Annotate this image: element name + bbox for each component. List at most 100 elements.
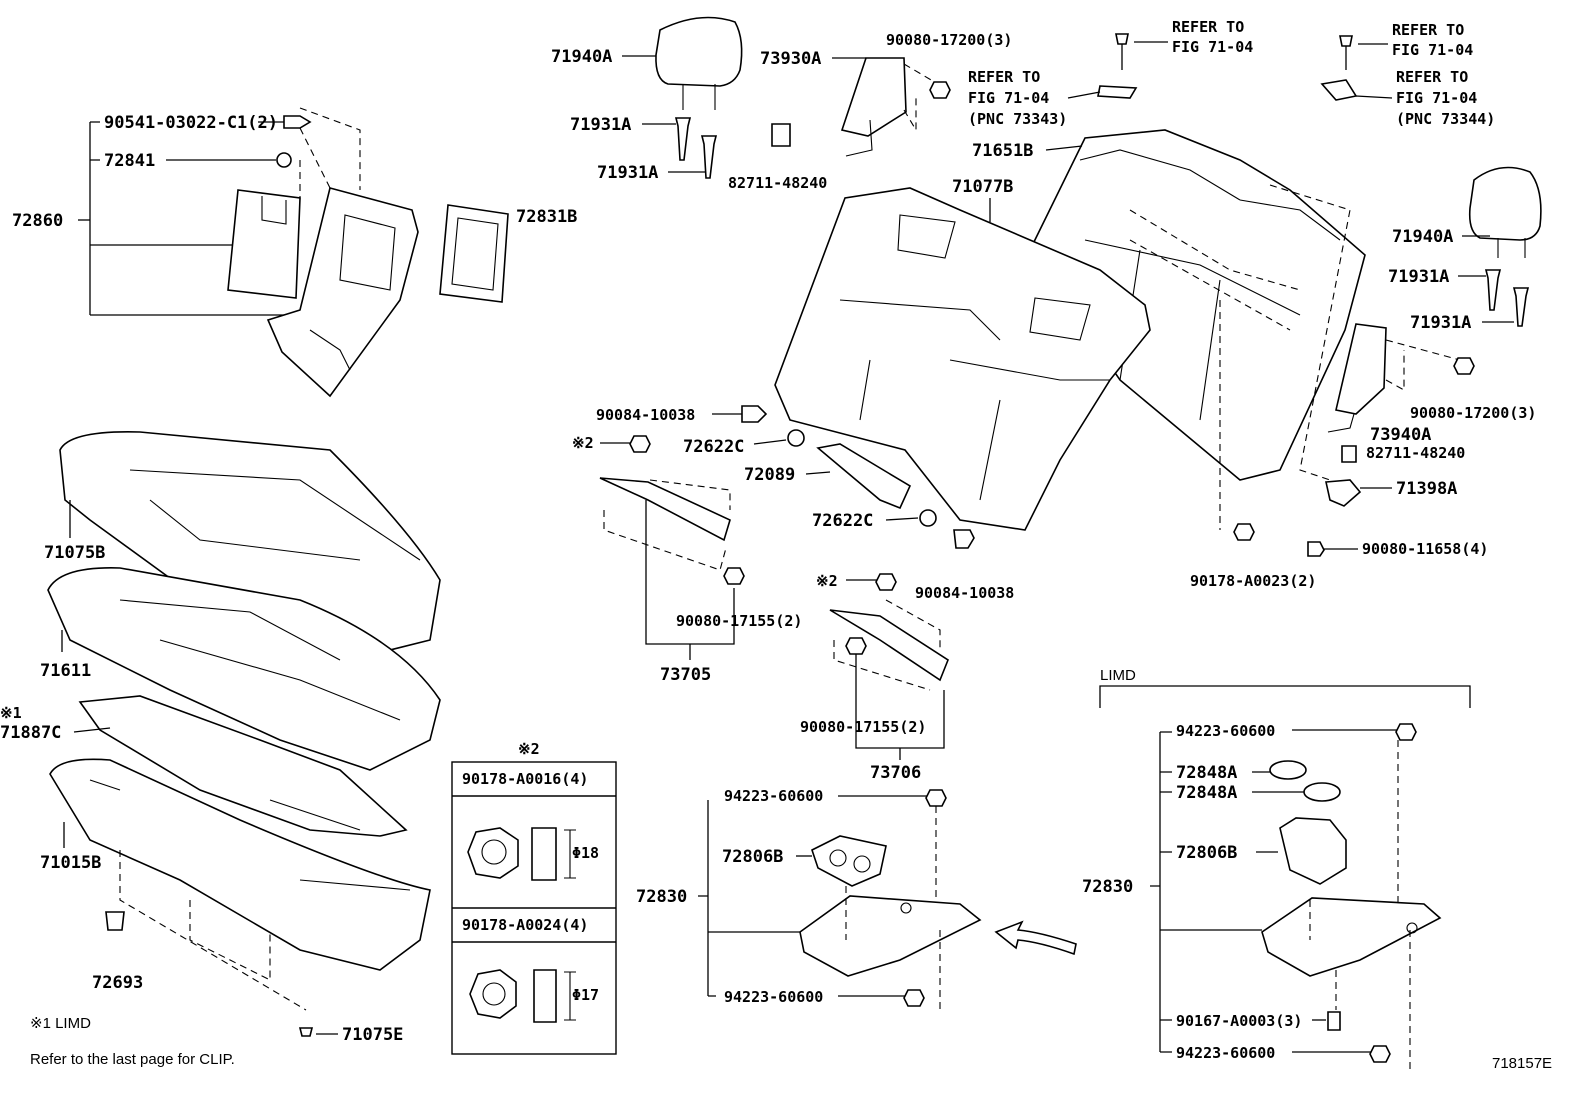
group-73940A: 90080-17200(3) 73940A 82711-48240 71398A… (1190, 323, 1536, 590)
group-73705: ※2 90080-17155(2) 73705 (572, 434, 802, 685)
group-limd: LIMD 94223-60600 72848A 72848A 72806B 72… (1082, 667, 1471, 1070)
group-72860: 90541-03022-C1(2) 72841 72860 72831B (12, 107, 577, 398)
label-73705: 73705 (660, 665, 711, 685)
label-82711-r: 82711-48240 (1366, 444, 1465, 462)
nut-90178-A0023 (1233, 523, 1255, 541)
refer-3-line1: REFER TO (968, 68, 1040, 86)
label-90080-17155-a: 90080-17155(2) (676, 612, 802, 630)
seatback-71651B (1029, 129, 1366, 481)
note-clip: Refer to the last page for CLIP. (30, 1051, 235, 1068)
refer-1-line2: FIG 71-04 (1172, 38, 1253, 56)
refer-notes: REFER TO FIG 71-04 REFER TO FIG 71-04 RE… (968, 18, 1495, 128)
label-90084-b: 90084-10038 (915, 584, 1014, 602)
clip-82711-l (771, 123, 791, 147)
label-71075E: 71075E (342, 1025, 403, 1045)
label-90167: 90167-A0003(3) (1176, 1012, 1302, 1030)
frame-71015B (49, 758, 431, 971)
buckle-73930A (840, 57, 907, 137)
headrest-71940A-left (655, 16, 743, 87)
clip-71075E (298, 1027, 314, 1037)
part-72860-cover (227, 189, 301, 299)
note-limd: ※1 LIMD (30, 1015, 91, 1032)
refer-2-line1: REFER TO (1392, 21, 1464, 39)
guide-71931A-b (700, 135, 718, 179)
label-71398A: 71398A (1396, 479, 1457, 499)
label-90080-17200-l: 90080-17200(3) (886, 31, 1012, 49)
bracket-71398A (1325, 479, 1362, 507)
label-72693: 72693 (92, 973, 143, 993)
refer-4-line3: (PNC 73344) (1396, 110, 1495, 128)
bushing-72622C-b (919, 509, 937, 527)
guide-71931A-r2 (1512, 287, 1530, 327)
clip-82711-r (1341, 445, 1357, 463)
part-trunk-frame (266, 187, 419, 398)
bracket-73343 (1097, 85, 1138, 99)
nut-94223-r1 (1395, 723, 1417, 741)
refer-3-line3: (PNC 73343) (968, 110, 1067, 128)
mark2-a: ※2 (572, 434, 594, 452)
diagram-id: 718157E (1492, 1055, 1552, 1072)
bushing-72622C-a (787, 429, 805, 447)
seatback-71077B (774, 187, 1151, 531)
nut-94223-r2 (1369, 1045, 1391, 1063)
label-71940A-left: 71940A (551, 47, 612, 67)
arrow-icon (994, 920, 1077, 956)
nut-mark2-a (629, 435, 651, 453)
lock-73706 (829, 609, 949, 682)
label-71651B: 71651B (972, 141, 1033, 161)
cushion-71075B (59, 431, 441, 656)
nut-90080-17200-r (1453, 357, 1475, 375)
group-72830-middle: 94223-60600 72806B 72830 94223-60600 (636, 787, 982, 1010)
mat-72848A-2 (1303, 782, 1341, 802)
mat-72848A-1 (1269, 760, 1307, 780)
bolt-refer-1 (1115, 33, 1129, 45)
group-seatbacks: 71651B 71077B (774, 129, 1366, 531)
label-72806B-r: 72806B (1176, 843, 1237, 863)
label-94223-m1: 94223-60600 (724, 787, 823, 805)
refer-3-line2: FIG 71-04 (968, 89, 1049, 107)
label-72830-r: 72830 (1082, 877, 1133, 897)
label-72830-m: 72830 (636, 887, 687, 907)
hinge-72089 (816, 443, 912, 510)
label-71940A-right: 71940A (1392, 227, 1453, 247)
buckle-73940A (1335, 323, 1387, 415)
bolt-90084-a (741, 405, 768, 423)
bolt-90084-b (953, 529, 975, 549)
label-94223-r2: 94223-60600 (1176, 1044, 1275, 1062)
mark2-b: ※2 (816, 572, 838, 590)
guide-71931A-a (674, 117, 692, 161)
label-72622C-a: 72622C (683, 437, 744, 457)
refer-4-line2: FIG 71-04 (1396, 89, 1477, 107)
nut-row1-size: Φ18 (572, 844, 599, 862)
lock-73705 (599, 477, 731, 542)
nut-table: ※2 90178-A0016(4) 90178-A0024(4) Φ18 Φ17 (451, 740, 617, 1055)
screw-90167 (1327, 1011, 1341, 1031)
screw-90541 (283, 115, 312, 129)
nut-90080-17155-b (845, 637, 867, 655)
clip-72693 (105, 911, 125, 931)
label-71931A-l2: 71931A (597, 163, 658, 183)
label-90084-a: 90084-10038 (596, 406, 695, 424)
group-headrest-right: 71940A 71931A 71931A (1388, 166, 1542, 333)
nut-row2-side (533, 969, 557, 1023)
label-72806B-m: 72806B (722, 847, 783, 867)
label-72622C-b: 72622C (812, 511, 873, 531)
label-72831B: 72831B (516, 207, 577, 227)
label-71931A-l1: 71931A (570, 115, 631, 135)
cupholder-72806B-m (811, 835, 887, 887)
label-73940A: 73940A (1370, 425, 1431, 445)
armrest-72830-r (1261, 897, 1442, 977)
group-73706: ※2 90080-17155(2) 73706 (800, 572, 949, 783)
label-90178-A0023: 90178-A0023(2) (1190, 572, 1316, 590)
label-90080-17200-r: 90080-17200(3) (1410, 404, 1536, 422)
mark1: ※1 (0, 704, 22, 722)
nut-90080-17155-a (723, 567, 745, 585)
label-71015B: 71015B (40, 853, 101, 873)
bolt-90080-11658 (1307, 541, 1325, 557)
headrest-71940A-right (1468, 166, 1542, 241)
nut-90080-17200-l (929, 81, 951, 99)
label-94223-r1: 94223-60600 (1176, 722, 1275, 740)
limd-title: LIMD (1100, 667, 1136, 684)
